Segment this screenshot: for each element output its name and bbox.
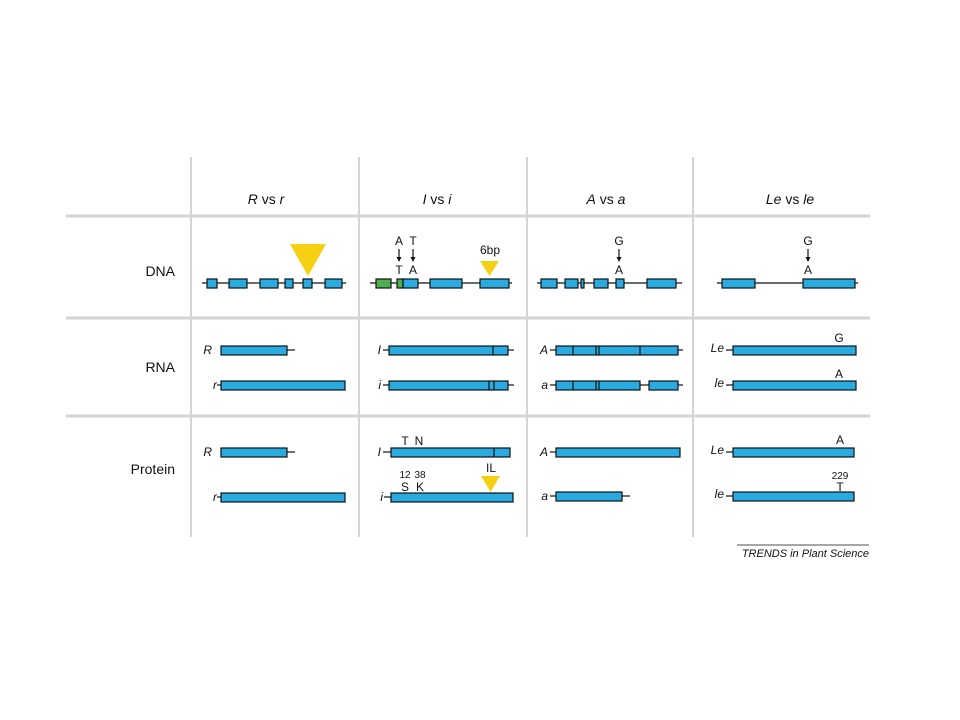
protein-le-lower-label: le [715, 487, 725, 501]
column-header-a-vs-a: A vs a [586, 191, 626, 207]
insertion-triangle-icon [290, 244, 326, 276]
protein-r-products: R r [203, 445, 346, 504]
protein-le-upper-residue: A [836, 433, 844, 447]
protein-i-insertion-label: IL [486, 461, 496, 475]
protein-i-lower-residue2: K [416, 480, 424, 494]
rna-le-lower-base: A [835, 367, 843, 381]
protein-i-products: I T N 12 38 S K IL i [378, 434, 514, 504]
protein-i-upper-label: I [378, 445, 382, 459]
protein-r-lower-label: r [213, 490, 218, 504]
dna-le-snp-allele-top: G [803, 234, 812, 248]
table-grid [66, 157, 870, 537]
protein-i-lower-residue1: S [401, 480, 409, 494]
dna-i-snp2-allele-bottom: A [409, 263, 417, 277]
column-header-i-vs-i: I vs i [423, 191, 453, 207]
column-header-r-vs-r: R vs r [248, 191, 286, 207]
promoter-region [375, 278, 392, 289]
row-label-rna: RNA [145, 359, 175, 375]
rna-r-upper-label: R [203, 343, 212, 357]
rna-i-lower-label: i [378, 378, 381, 392]
protein-r-upper-label: R [203, 445, 212, 459]
dna-i-snp1-allele-top: A [395, 234, 403, 248]
row-label-dna: DNA [145, 263, 175, 279]
rna-r-lower-label: r [213, 378, 218, 392]
source-credit: TRENDS in Plant Science [742, 548, 869, 560]
dna-i-snp2-allele-top: T [409, 234, 417, 248]
protein-i-upper-residue1: T [401, 434, 409, 448]
arrow-down-icon [805, 257, 811, 262]
rna-a-transcripts: A a [539, 343, 683, 392]
insertion-triangle-icon [480, 261, 499, 276]
protein-a-lower-label: a [541, 489, 548, 503]
protein-a-products: A a [539, 445, 681, 503]
rna-r-transcripts: R r [203, 343, 346, 392]
protein-le-lower-residue: T [836, 480, 844, 494]
row-label-protein: Protein [131, 461, 175, 477]
arrow-down-icon [410, 257, 416, 262]
rna-le-lower-label: le [715, 376, 725, 390]
insertion-triangle-icon [481, 476, 500, 492]
protein-i-lower-position1: 12 [399, 470, 411, 481]
protein-le-upper-label: Le [711, 443, 725, 457]
rna-i-upper-label: I [378, 343, 382, 357]
protein-a-upper-label: A [539, 445, 548, 459]
dna-i-snp1-allele-bottom: T [395, 263, 403, 277]
protein-i-lower-position2: 38 [414, 470, 426, 481]
dna-i-indel-label: 6bp [480, 243, 500, 257]
rna-le-upper-base: G [834, 331, 843, 345]
dna-a-snp-allele-top: G [614, 234, 623, 248]
arrow-down-icon [616, 257, 622, 262]
column-header-le-vs-le: Le vs le [766, 191, 814, 207]
rna-le-transcripts: Le G le A [711, 331, 857, 391]
arrow-down-icon [396, 257, 402, 262]
dna-le-gene-model: G A [717, 234, 858, 289]
dna-i-gene-model: A T T A 6bp [370, 234, 512, 289]
rna-i-transcripts: I i [378, 343, 514, 392]
rna-le-upper-label: Le [711, 341, 725, 355]
rna-a-lower-label: a [541, 378, 548, 392]
dna-a-snp-allele-bottom: A [615, 263, 623, 277]
rna-a-upper-label: A [539, 343, 548, 357]
protein-i-upper-residue2: N [415, 434, 424, 448]
protein-le-lower-position: 229 [832, 471, 849, 482]
dna-le-snp-allele-bottom: A [804, 263, 812, 277]
protein-le-products: Le A 229 T le [711, 433, 855, 502]
dna-a-gene-model: G A [537, 234, 682, 289]
dna-r-gene-model [202, 244, 346, 289]
protein-i-lower-label: i [380, 490, 383, 504]
